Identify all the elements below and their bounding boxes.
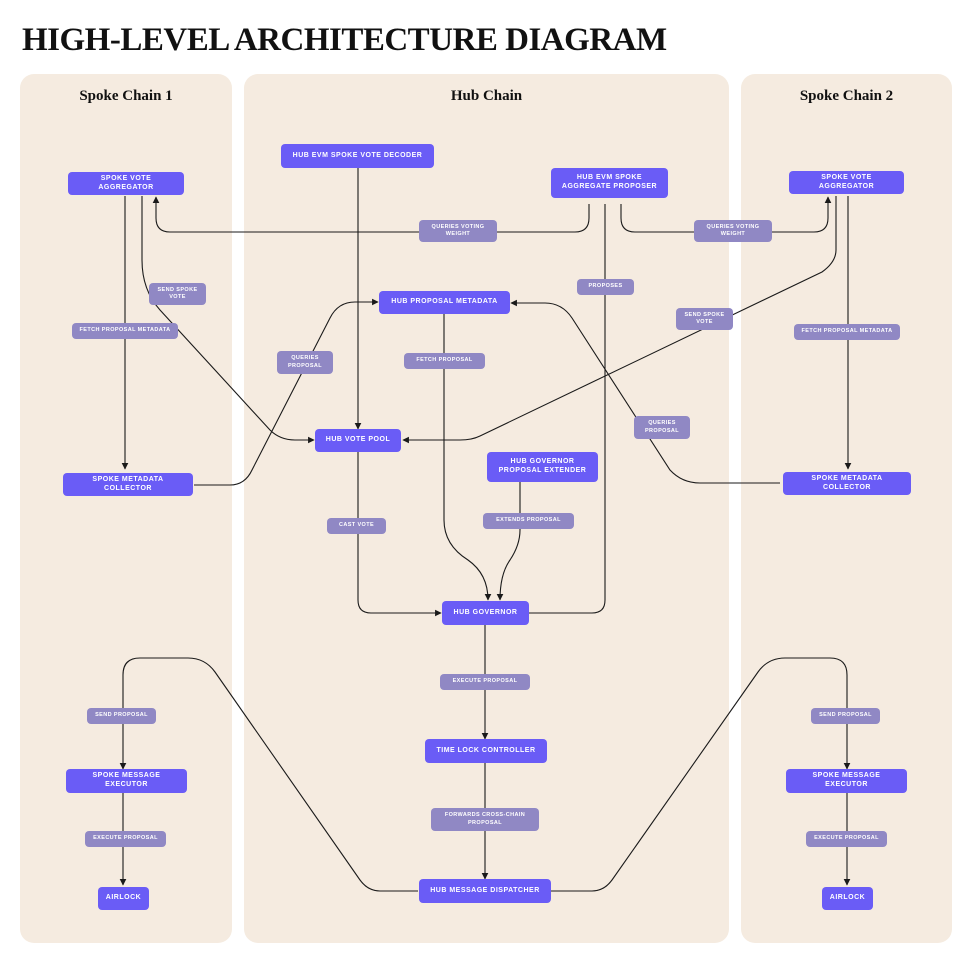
spoke2-airlock-node: AIRLOCK <box>822 887 873 910</box>
edge-spoke2-collector-to-metadata <box>510 299 780 484</box>
edge-metadata-to-governor <box>443 314 492 601</box>
edge-extender-to-governor <box>496 482 521 601</box>
spoke-chain-2-title: Spoke Chain 2 <box>799 88 894 104</box>
time-lock-controller-node: TIME LOCK CONTROLLER <box>425 739 547 763</box>
cast-vote-label: CAST VOTE <box>327 518 386 534</box>
hub-evm-spoke-vote-decoder-node: HUB EVM SPOKE VOTE DECODER <box>281 144 434 168</box>
fetch-proposal-metadata-left-label: FETCH PROPOSAL METADATA <box>72 323 178 339</box>
hub-chain-panel: Hub Chain <box>244 74 729 943</box>
edge-spoke1-collector-to-metadata <box>194 298 379 486</box>
spoke1-airlock-node: AIRLOCK <box>98 887 149 910</box>
page-title: HIGH-LEVEL ARCHITECTURE DIAGRAM <box>22 22 667 58</box>
queries-proposal-left-label: QUERIES PROPOSAL <box>277 351 333 374</box>
forwards-cross-chain-proposal-label: FORWARDS CROSS-CHAIN PROPOSAL <box>431 808 539 831</box>
hub-proposal-metadata-node: HUB PROPOSAL METADATA <box>379 291 510 314</box>
fetch-proposal-label: FETCH PROPOSAL <box>404 353 485 369</box>
spoke1-vote-aggregator-node: SPOKE VOTE AGGREGATOR <box>68 172 184 195</box>
hub-evm-spoke-aggregate-proposer-node: HUB EVM SPOKE AGGREGATE PROPOSER <box>551 168 668 198</box>
edge-dispatcher-to-spoke2-executor <box>551 657 851 892</box>
spoke-chain-1-title: Spoke Chain 1 <box>79 88 173 104</box>
spoke2-metadata-collector-node: SPOKE METADATA COLLECTOR <box>783 472 911 495</box>
queries-voting-weight-left-label: QUERIES VOTING WEIGHT <box>419 220 497 242</box>
hub-governor-proposal-extender-node: HUB GOVERNOR PROPOSAL EXTENDER <box>487 452 598 482</box>
hub-vote-pool-node: HUB VOTE POOL <box>315 429 401 452</box>
edge-spoke1-aggregator-to-vote-pool <box>141 196 315 444</box>
fetch-proposal-metadata-right-label: FETCH PROPOSAL METADATA <box>794 324 900 340</box>
execute-proposal-right-label: EXECUTE PROPOSAL <box>806 831 887 847</box>
spoke2-vote-aggregator-node: SPOKE VOTE AGGREGATOR <box>789 171 904 194</box>
hub-governor-node: HUB GOVERNOR <box>442 601 529 625</box>
execute-proposal-hub-label: EXECUTE PROPOSAL <box>440 674 530 690</box>
proposes-label: PROPOSES <box>577 279 634 295</box>
execute-proposal-left-label: EXECUTE PROPOSAL <box>85 831 166 847</box>
queries-voting-weight-right-label: QUERIES VOTING WEIGHT <box>694 220 772 242</box>
edge-proposer-to-governor <box>513 204 606 617</box>
edge-spoke2-aggregator-to-vote-pool <box>402 196 837 444</box>
hub-message-dispatcher-node: HUB MESSAGE DISPATCHER <box>419 879 551 903</box>
queries-proposal-right-label: QUERIES PROPOSAL <box>634 416 690 439</box>
extends-proposal-label: EXTENDS PROPOSAL <box>483 513 574 529</box>
send-proposal-right-label: SEND PROPOSAL <box>811 708 880 724</box>
hub-chain-title: Hub Chain <box>450 88 523 104</box>
edge-proposer-to-spoke1-aggregator <box>152 196 590 233</box>
send-proposal-left-label: SEND PROPOSAL <box>87 708 156 724</box>
spoke2-message-executor-node: SPOKE MESSAGE EXECUTOR <box>786 769 907 793</box>
send-spoke-vote-right-label: SEND SPOKE VOTE <box>676 308 733 330</box>
spoke1-metadata-collector-node: SPOKE METADATA COLLECTOR <box>63 473 193 496</box>
spoke1-message-executor-node: SPOKE MESSAGE EXECUTOR <box>66 769 187 793</box>
spoke-chain-1-panel: Spoke Chain 1 <box>20 74 232 943</box>
edge-vote-pool-to-governor <box>357 452 442 617</box>
edge-dispatcher-to-spoke1-executor <box>119 657 418 892</box>
send-spoke-vote-left-label: SEND SPOKE VOTE <box>149 283 206 305</box>
